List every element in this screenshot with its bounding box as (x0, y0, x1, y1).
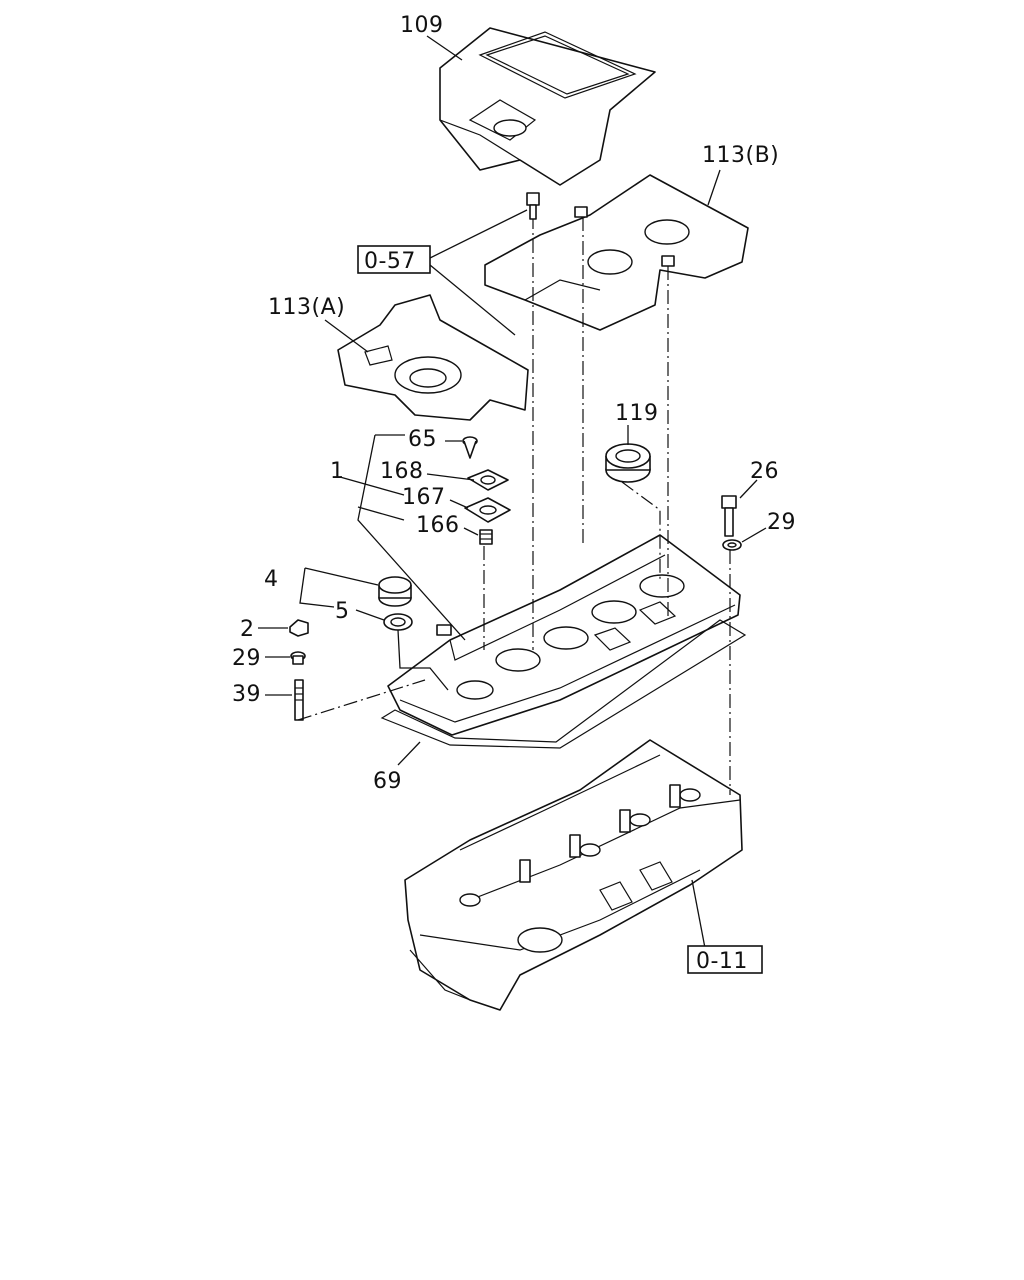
bolt-top[interactable] (526, 192, 540, 220)
label-29-right[interactable]: 29 (767, 510, 796, 535)
part-4-oil-filler-cap[interactable] (378, 576, 412, 607)
ref-box-0-11[interactable]: 0-11 (687, 945, 763, 974)
ref-0-11-label: 0-11 (696, 949, 748, 974)
part-1-cylinder-head-cover[interactable] (387, 534, 741, 736)
ref-box-0-57[interactable]: 0-57 (357, 245, 431, 274)
label-166[interactable]: 166 (416, 513, 460, 538)
part-168-plate[interactable] (467, 469, 509, 491)
label-167[interactable]: 167 (402, 485, 446, 510)
part-2-nut[interactable] (289, 619, 309, 637)
part-65-bolt[interactable] (462, 436, 478, 459)
part-39-stud[interactable] (294, 679, 304, 721)
part-113b-cover-right[interactable] (484, 174, 749, 331)
part-113a-cover-left[interactable] (337, 294, 529, 421)
cylinder-head[interactable] (404, 739, 743, 1011)
part-29-washer-right[interactable] (722, 539, 742, 551)
part-29-washer-left[interactable] (290, 651, 306, 665)
label-5[interactable]: 5 (335, 599, 350, 624)
label-4[interactable]: 4 (264, 567, 279, 592)
label-69[interactable]: 69 (373, 769, 402, 794)
label-65[interactable]: 65 (408, 427, 437, 452)
alignment-lines (297, 215, 731, 795)
part-5-seal[interactable] (383, 613, 413, 631)
part-166-spring[interactable] (479, 529, 493, 545)
part-69-gasket[interactable] (380, 619, 747, 749)
label-26[interactable]: 26 (750, 459, 779, 484)
label-113b[interactable]: 113(B) (702, 143, 779, 168)
leader-lines (258, 35, 767, 949)
label-119[interactable]: 119 (615, 401, 659, 426)
ref-0-57-label: 0-57 (364, 249, 416, 274)
label-29-left[interactable]: 29 (232, 646, 261, 671)
label-39[interactable]: 39 (232, 682, 261, 707)
label-1[interactable]: 1 (330, 459, 345, 484)
part-26-bolt[interactable] (721, 495, 737, 537)
label-168[interactable]: 168 (380, 459, 424, 484)
label-2[interactable]: 2 (240, 617, 255, 642)
label-113a[interactable]: 113(A) (268, 295, 345, 320)
callout-labels: 109 113(B) 113(A) 119 65 1 168 167 166 2… (232, 13, 796, 794)
part-109-engine-top-cover[interactable] (439, 27, 656, 186)
part-167-gasket[interactable] (464, 497, 511, 523)
part-119-grommet[interactable] (605, 443, 651, 483)
label-109[interactable]: 109 (400, 13, 444, 38)
